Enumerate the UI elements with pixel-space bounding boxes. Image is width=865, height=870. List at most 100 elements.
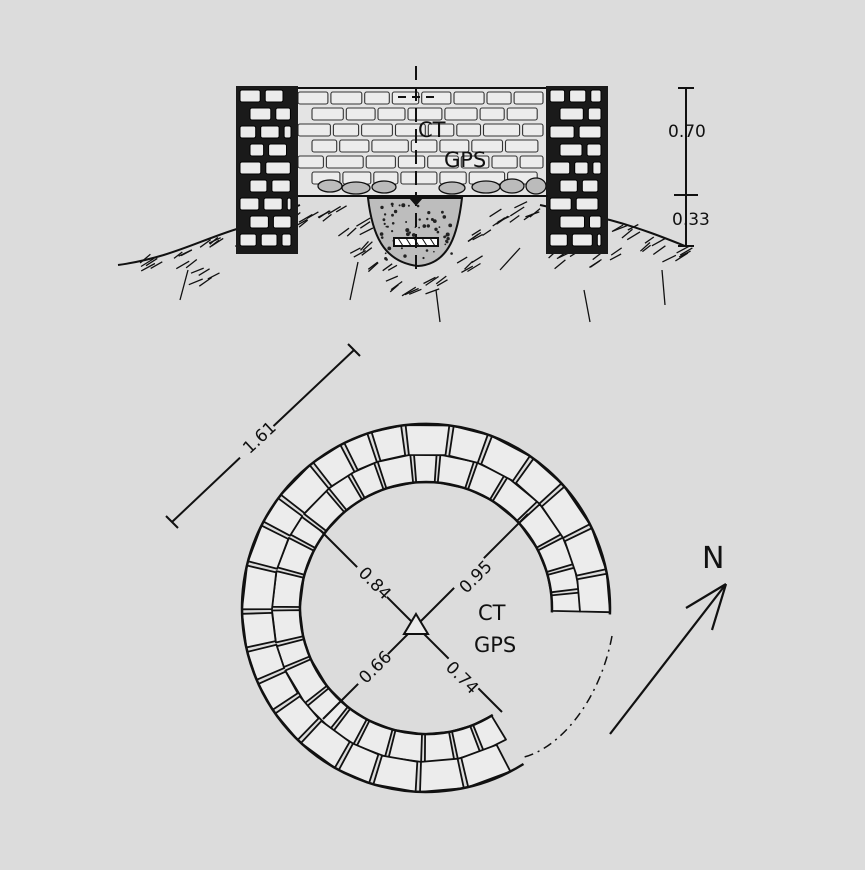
pier-stone [263, 197, 283, 211]
pier-stone [281, 233, 292, 247]
fill-dot [444, 243, 447, 246]
pier-stone [286, 197, 292, 211]
fill-dot [390, 202, 394, 206]
fill-dot [436, 230, 440, 234]
ring-stone [576, 572, 611, 614]
fill-dot [382, 218, 386, 222]
hatch-stroke [199, 239, 212, 248]
hatch-stroke [338, 227, 350, 237]
brick [486, 91, 512, 105]
ring-stone [419, 757, 465, 793]
brick [453, 91, 485, 105]
section-gps-label: GPS [444, 148, 486, 172]
brick [427, 155, 459, 169]
section-ct-label: CT [418, 118, 446, 142]
hatch-stroke [198, 268, 210, 276]
pier-stone [592, 161, 602, 175]
fill-dot [446, 237, 450, 241]
north-label: N [702, 541, 724, 576]
rubble-stone [525, 177, 547, 195]
pier-stone [559, 179, 578, 193]
hatch-stroke [175, 260, 190, 270]
pier-stone [239, 89, 261, 103]
hatch-stroke [346, 227, 357, 237]
fill-dot [430, 218, 434, 221]
hatch-stroke [404, 287, 419, 296]
diameter-tick-b [347, 343, 361, 357]
ring-inner-outline [298, 480, 554, 736]
pier-stone [574, 161, 589, 175]
brick [311, 107, 344, 121]
hatch-stroke [611, 224, 624, 233]
hatch-stroke [609, 253, 622, 261]
fill-dot [433, 250, 435, 253]
brick [400, 171, 438, 185]
hatch-stroke [675, 252, 689, 262]
pier-stone [596, 233, 602, 247]
height-foundation-label: 0.33 [672, 210, 710, 230]
hatch-stroke [349, 247, 361, 254]
pier-stone [264, 89, 284, 103]
fill-dot [422, 256, 425, 260]
fill-dot [422, 224, 427, 228]
brick [513, 91, 544, 105]
missing-wall-outline [519, 635, 613, 759]
hatch-stroke [180, 249, 193, 257]
pier-stone [575, 197, 599, 211]
fill-dot [391, 230, 394, 233]
hatch-stroke [401, 286, 417, 297]
rubble-stone [438, 181, 466, 195]
fill-dot [393, 209, 398, 214]
brick [297, 155, 324, 169]
fill-dot [391, 222, 395, 225]
brick [394, 123, 426, 137]
hatch-stroke [652, 245, 666, 256]
brick [456, 123, 482, 137]
hatch-stroke [644, 236, 655, 244]
pier-stone [272, 215, 292, 229]
hatch-stroke [322, 213, 332, 222]
hatch-stroke [139, 253, 151, 264]
brick [410, 139, 438, 153]
hatch-stroke [390, 280, 403, 291]
root-stroke [179, 269, 189, 301]
fill-dot [379, 232, 384, 236]
brick [506, 107, 538, 121]
pier-stone [586, 143, 602, 157]
hatch-stroke [382, 263, 393, 272]
hatch-stroke [298, 213, 313, 223]
fill-dot [405, 228, 410, 233]
fill-dot [434, 227, 438, 231]
hatch-stroke [467, 262, 481, 273]
hatch-stroke [642, 244, 651, 253]
brick [421, 91, 452, 105]
hatch-stroke [590, 260, 601, 268]
hatch-stroke [471, 229, 482, 236]
north-arrow-icon [685, 583, 728, 631]
fill-dot [441, 210, 444, 214]
pier-stone [239, 125, 257, 139]
pier-stone [239, 161, 262, 175]
hatch-stroke [610, 247, 623, 256]
pier-stone [559, 107, 584, 121]
ring-stone [241, 564, 278, 611]
fill-dot [384, 252, 387, 255]
hatch-stroke [436, 279, 448, 287]
hatch-stroke [150, 261, 163, 269]
hatch-stroke [496, 215, 509, 225]
pier-stone [589, 215, 602, 229]
hatch-stroke [385, 275, 399, 282]
ring-stone [271, 609, 305, 644]
fill-dot [401, 203, 406, 208]
fill-dot [418, 218, 421, 221]
pier-stone [239, 233, 257, 247]
fill-dot [391, 205, 394, 208]
hatch-stroke [651, 237, 666, 247]
rubble-stone [471, 180, 501, 194]
rubble-stone [371, 180, 397, 194]
hatch-stroke [298, 219, 309, 228]
hatch-stroke [408, 288, 422, 295]
brick [371, 139, 409, 153]
fill-dot [418, 226, 420, 229]
pier-stone [559, 143, 583, 157]
